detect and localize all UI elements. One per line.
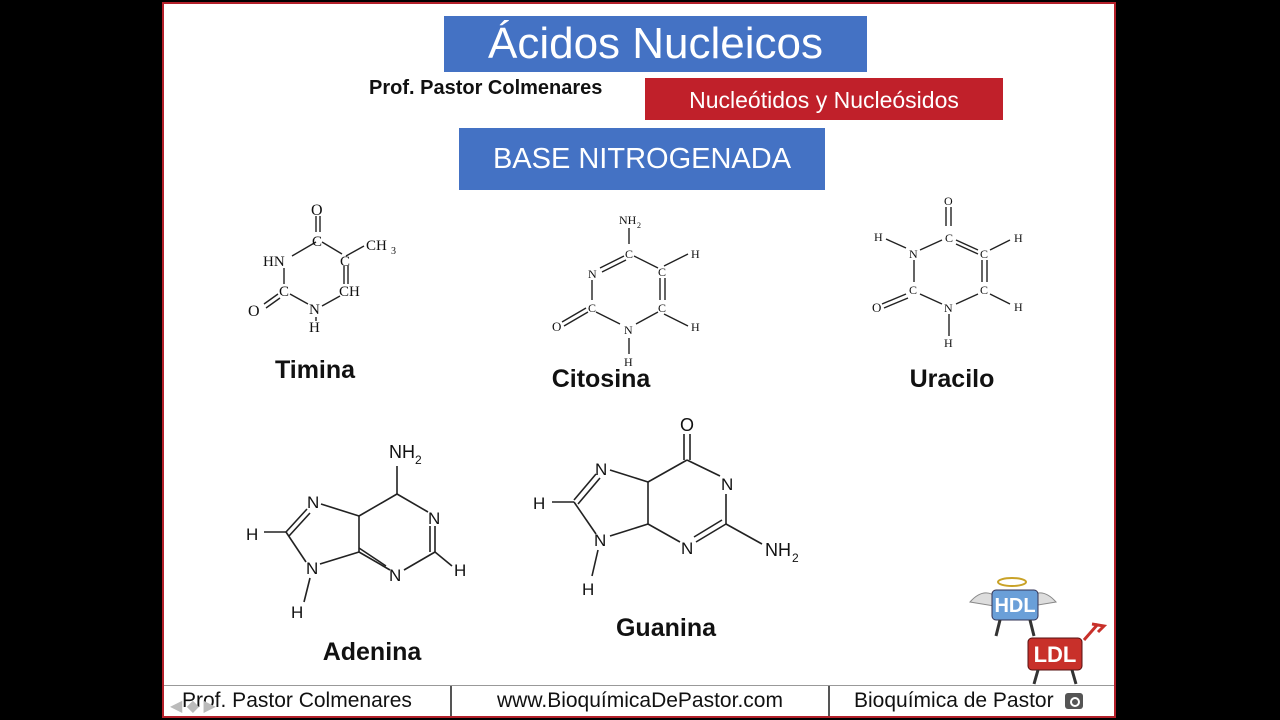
footer-website[interactable]: www.BioquímicaDePastor.com [452,686,830,716]
atom-label: C [909,283,917,297]
atom-label: C [980,247,988,261]
atom-label: 2 [415,453,422,467]
molecule-name-guanina: Guanina [615,614,716,642]
atom-label: H [1014,231,1023,245]
author-label: Prof. Pastor Colmenares [369,77,603,99]
atom-label: H [944,336,953,350]
molecule-name-uracilo: Uracilo [909,365,995,393]
atom-label: N [681,539,693,558]
atom-label: H [246,525,258,544]
svg-text:LDL: LDL [1034,642,1077,667]
atom-label: C [658,265,666,279]
timina-structure [263,216,365,321]
atom-label: H [874,230,883,244]
footer-brand: Bioquímica de Pastor [854,689,1054,712]
atom-label: N [307,493,319,512]
camera-icon [1065,693,1084,710]
footer-right: Bioquímica de Pastor [830,686,1114,716]
atom-label: H [309,320,320,336]
hdl-ldl-logo: HDL LDL [969,577,1108,685]
atom-label: N [909,247,918,261]
atom-label: C [658,301,666,315]
atom-label: H [582,580,594,599]
uracilo-structure [881,207,1011,336]
atom-label: N [389,566,401,585]
atom-label: N [721,475,733,494]
atom-label: N [428,509,440,528]
footer-left: ◀ ◆ ▶ Prof. Pastor Colmenares [164,686,452,716]
atom-label: CH [339,284,360,300]
atom-label: C [588,301,596,315]
atom-label: 2 [792,551,799,565]
svg-text:HDL: HDL [994,595,1035,617]
atom-label: O [944,194,953,208]
subtitle-label: Nucleótidos y Nucleósidos [645,78,1003,120]
atom-label: 2 [637,221,641,230]
molecule-name-citosina: Citosina [551,365,651,393]
atom-label: NH [389,442,415,462]
atom-label: O [872,300,881,315]
atom-label: N [588,267,597,281]
atom-label: O [680,415,694,435]
slide-title: Ácidos Nucleicos [444,16,867,72]
atom-label: N [624,323,633,337]
footer-bar: ◀ ◆ ▶ Prof. Pastor Colmenares www.Bioquí… [164,685,1114,716]
atom-label: N [309,302,320,318]
atom-label: C [980,283,988,297]
atom-label: 3 [391,246,396,257]
section-heading: BASE NITROGENADA [459,128,825,190]
atom-label: H [624,355,633,369]
molecule-name-adenina: Adenina [322,638,422,666]
adenina-structure [264,466,453,603]
citosina-structure [561,228,689,354]
atom-label: O [248,303,260,320]
atom-label: N [595,460,607,479]
atom-label: H [1014,300,1023,314]
atom-label: NH [619,213,637,227]
molecule-name-timina: Timina [274,356,356,384]
nav-arrows-icon[interactable]: ◀ ◆ ▶ [170,698,216,715]
atom-label: H [291,603,303,622]
atom-label: H [454,561,466,580]
atom-label: O [552,319,561,334]
atom-label: C [340,254,350,270]
atom-label: N [306,559,318,578]
atom-label: N [594,531,606,550]
atom-label: O [311,202,323,219]
footer-author: Prof. Pastor Colmenares [182,689,412,712]
atom-label: C [625,247,633,261]
atom-label: NH [765,540,791,560]
atom-label: C [279,284,289,300]
guanina-structure [552,434,763,577]
atom-label: H [533,494,545,513]
atom-label: HN [263,254,285,270]
atom-label: N [944,301,953,315]
atom-label: H [691,320,700,334]
atom-label: CH [366,238,387,254]
structures-diagram: O C CH 3 HN C CH O C N H NH 2 C N C H C … [246,194,1023,622]
atom-label: C [945,231,953,245]
atom-label: C [312,234,322,250]
atom-label: H [691,247,700,261]
slide: Ácidos Nucleicos Prof. Pastor Colmenares… [162,2,1116,718]
